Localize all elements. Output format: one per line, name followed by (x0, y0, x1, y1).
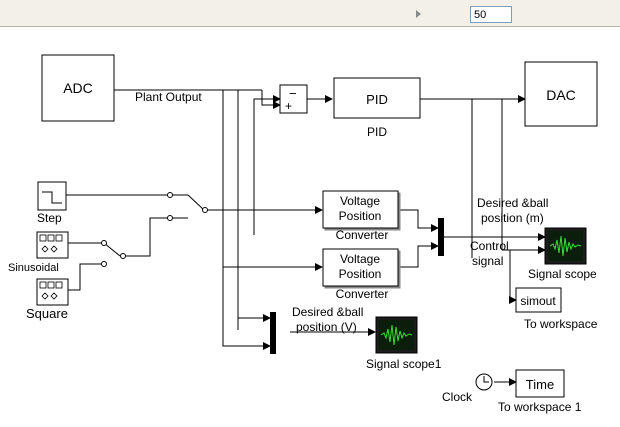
vpc2-line1: Voltage (340, 252, 380, 266)
sinusoidal-caption: Sinusoidal (8, 262, 59, 274)
manual-switch-source[interactable] (101, 240, 126, 267)
vpc2-line2: Position (339, 267, 382, 281)
sum-minus-sign: − (289, 86, 297, 101)
vpc1-caption: Converter (336, 228, 389, 242)
mux-block-1[interactable] (438, 218, 444, 256)
simout-caption: To workspace (524, 317, 598, 331)
line-to-sum-minus (253, 95, 281, 235)
pid-label: PID (366, 92, 388, 107)
line-square (68, 263, 102, 291)
time-label: Time (526, 377, 554, 392)
pid-block[interactable]: PID (333, 77, 421, 119)
clock-block[interactable] (475, 373, 493, 391)
adc-label: ADC (63, 80, 93, 96)
square-caption: Square (26, 306, 68, 321)
voltage-position-converter-1[interactable]: Voltage Position (322, 190, 399, 229)
vpc2-caption: Converter (336, 287, 389, 301)
dac-label: DAC (546, 87, 576, 103)
signal-scope-caption: Signal scope (528, 267, 597, 281)
scope1-icon (380, 324, 413, 346)
control-signal-label-2: signal (472, 254, 503, 268)
desired-m-label-2: position (m) (481, 211, 544, 225)
line-branch-223 (222, 90, 271, 350)
voltage-position-converter-2[interactable]: Voltage Position (322, 248, 399, 287)
sum-block[interactable]: − + (279, 84, 308, 114)
scope-icon (549, 235, 582, 257)
step-block[interactable] (37, 181, 67, 211)
line-to-sum-plus (261, 90, 281, 109)
sinusoidal-block[interactable] (36, 231, 69, 259)
clock-caption: Clock (442, 390, 473, 404)
mux-block-2[interactable] (270, 312, 276, 354)
signal-scope1-caption: Signal scope1 (366, 357, 442, 371)
pid-caption: PID (367, 125, 387, 139)
adc-block[interactable]: ADC (41, 54, 115, 122)
stop-time-input[interactable] (470, 6, 512, 23)
toolbar (0, 0, 620, 27)
dac-block[interactable]: DAC (524, 61, 598, 127)
desired-m-label-1: Desired &ball (477, 196, 548, 210)
sum-plus-sign: + (285, 99, 292, 113)
signal-lines (66, 89, 546, 386)
desired-v-label-1: Desired &ball (292, 305, 363, 319)
toolbar-arrow-icon[interactable] (416, 10, 421, 18)
step-icon (42, 191, 62, 204)
square-wave-icon (39, 281, 63, 300)
time-block[interactable]: Time (515, 369, 565, 398)
signal-scope1-block[interactable] (375, 316, 418, 354)
signal-scope-block[interactable] (544, 227, 587, 265)
vpc1-line1: Voltage (340, 194, 380, 208)
clock-icon (475, 373, 493, 391)
step-caption: Step (37, 211, 62, 225)
simout-block[interactable]: simout (515, 287, 562, 313)
plant-output-label: Plant Output (135, 90, 202, 104)
square-block[interactable] (36, 278, 69, 306)
time-caption: To workspace 1 (498, 400, 582, 414)
desired-v-label-2: position (V) (296, 320, 357, 334)
sine-wave-icon (39, 234, 63, 253)
simout-label: simout (520, 294, 556, 308)
control-signal-label-1: Control (470, 239, 509, 253)
line-to-simout (509, 250, 517, 304)
manual-switch-main[interactable] (167, 192, 208, 221)
vpc1-line2: Position (339, 209, 382, 223)
